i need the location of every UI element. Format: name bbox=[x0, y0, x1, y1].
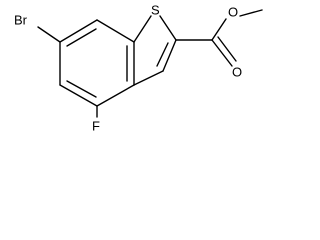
bromine-label: Br bbox=[14, 13, 28, 28]
benzene-ring bbox=[59, 19, 135, 107]
sulfur-label: S bbox=[151, 3, 160, 18]
bond-c2prime-c3prime bbox=[162, 39, 177, 72]
bond-carbonyl-c-o-double-1 bbox=[211, 39, 233, 67]
bond-c2-c3 bbox=[96, 19, 135, 43]
bond-s-c2prime bbox=[159, 15, 177, 41]
bond-c4-c5 bbox=[96, 84, 135, 107]
bond-carbonyl-c-o-double-2 bbox=[217, 36, 237, 62]
thiophene-ring bbox=[133, 15, 177, 86]
bond-c1-c2 bbox=[59, 19, 98, 43]
chemical-structure-diagram: Br S F O O bbox=[14, 3, 263, 134]
substituent-bonds bbox=[37, 26, 98, 118]
bond-c3prime-c4 bbox=[133, 70, 164, 86]
carbonyl-oxygen-label: O bbox=[232, 65, 242, 80]
bond-carbonyl-c-ester-o bbox=[211, 18, 227, 41]
fluorine-label: F bbox=[92, 119, 100, 134]
aromatic-double-bond-c1-c2 bbox=[66, 28, 97, 47]
bond-c3-s bbox=[133, 15, 152, 43]
ester-oxygen-label: O bbox=[228, 5, 238, 20]
bond-ester-o-methyl bbox=[239, 9, 263, 17]
bond-c1-br bbox=[37, 26, 61, 43]
ester-group bbox=[175, 9, 263, 67]
bond-c5-c6 bbox=[59, 84, 98, 107]
aromatic-double-bond-c5-c6 bbox=[66, 80, 97, 98]
double-bond-c2prime-c3prime bbox=[156, 42, 169, 67]
